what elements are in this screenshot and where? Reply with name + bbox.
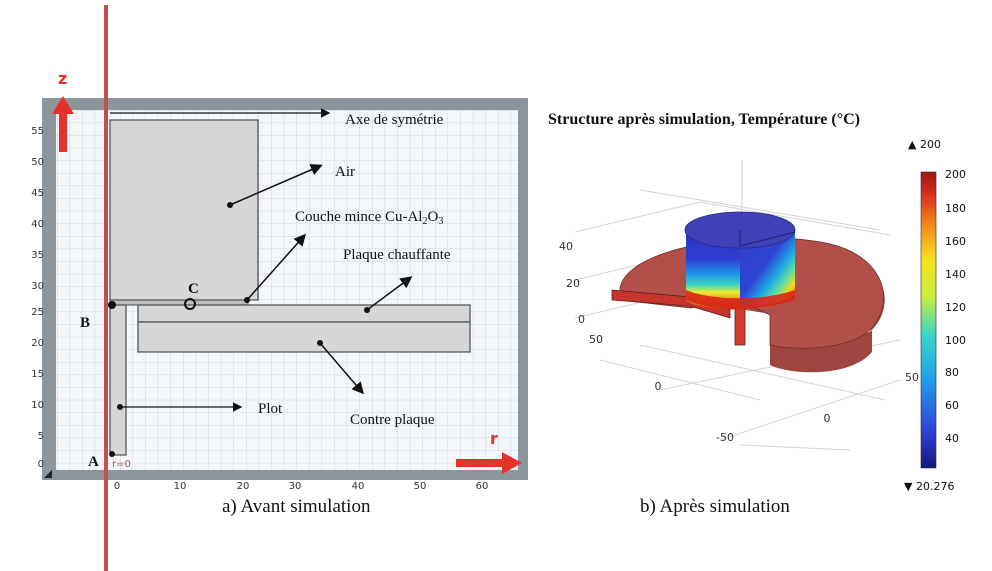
point-b-label: B [80,315,90,331]
origin-corner-icon [44,470,52,478]
colorbar-tick: 60 [945,399,959,412]
z-axis-arrow-shaft [59,112,67,152]
cylinder-hot-base [686,290,795,309]
y-tick-labels: 55 50 45 40 35 30 25 20 15 10 5 0 [31,126,44,470]
z-axis-label: z [58,69,67,88]
point-c-marker [184,298,196,310]
colorbar-tick: 160 [945,235,966,248]
heating-plate-arrow-dot [364,307,370,313]
colorbar-tick: 100 [945,334,966,347]
left-tick-0: 0 [655,380,662,393]
y-tick-label: 5 [38,431,44,442]
y-tick-label: 10 [31,400,44,411]
panel-b-title: Structure après simulation, Température … [548,111,860,128]
stud-cut-face [734,307,746,346]
x-tick-labels: 0 10 20 30 40 50 60 [114,481,489,492]
air-domain [109,119,259,301]
symmetry-axis-label: Axe de symétrie [345,112,444,128]
r-axis-arrow-shaft [456,459,504,467]
y-tick-label: 20 [31,338,44,349]
x-tick-label: 40 [352,481,365,492]
colorbar-tick: 120 [945,301,966,314]
caption-b: b) Après simulation [640,496,790,517]
y-tick-label: 25 [31,307,44,318]
z-tick-20: 20 [566,277,580,290]
colorbar-tick: 200 [945,168,966,181]
thin-film-subscript-3: 3 [438,216,443,227]
counter-plate-arrow [319,342,364,395]
caption-a: a) Avant simulation [222,496,371,517]
left-tick-50: 50 [589,333,603,346]
counter-plate-label: Contre plaque [350,412,435,428]
counter-plate-arrow-dot [317,340,323,346]
y-tick-label: 40 [31,219,44,230]
y-tick-label: 15 [31,369,44,380]
heating-plate-label: Plaque chauffante [343,247,451,263]
cylinder-cut-face [740,232,795,306]
colorbar-tick: 180 [945,202,966,215]
point-c-label: C [188,281,199,297]
x-tick-label: 20 [237,481,250,492]
colorbar-min-label: ▼ 20.276 [904,480,954,493]
z-tick-40: 40 [559,240,573,253]
y-tick-label: 35 [31,250,44,261]
y-tick-label: 50 [31,157,44,168]
symmetry-axis-line [104,5,108,571]
plot-arrow-dot [117,404,123,410]
z-tick-0: 0 [578,313,585,326]
r-axis-label: r [490,429,498,448]
z-axis-arrow-head [52,96,74,114]
colorbar [920,171,937,469]
panel-a: 55 50 45 40 35 30 25 20 15 10 5 0 0 10 2… [31,5,528,571]
x-tick-label: 10 [174,481,187,492]
thin-film-label: Couche mince Cu-Al2O3 [295,209,443,227]
counter-plate [137,321,471,353]
y-tick-label: 55 [31,126,44,137]
y-tick-label: 30 [31,281,44,292]
x-tick-label: 30 [289,481,302,492]
right-tick-50: 50 [905,371,919,384]
point-b-marker [108,301,116,309]
heating-plate-arrow [366,276,413,311]
thin-film-arrow [246,233,306,301]
y-tick-label: 0 [38,459,44,470]
r-axis-arrow-head [502,452,522,474]
colorbar-ticks: 200 180 160 140 120 100 80 60 40 [945,168,966,445]
annotations: Axe de symétrie Air Couche mince Cu-Al2O… [258,112,451,428]
plot-stud [109,304,127,456]
x-tick-label: 50 [414,481,427,492]
point-labels: B C A [80,281,199,470]
right-tick-0: 0 [824,412,831,425]
air-label: Air [335,164,355,180]
axes-box [574,160,901,451]
thin-film-label-main: Couche mince Cu-Al [295,209,422,225]
air-arrow-dot [227,202,233,208]
colorbar-tick: 80 [945,366,959,379]
y-tick-label: 45 [31,188,44,199]
cylinder-cut-edge [739,230,796,247]
panel-b-axis-ticks: 40 20 0 50 0 -50 0 50 [559,240,919,444]
colorbar-tick: 140 [945,268,966,281]
colorbar-tick: 40 [945,432,959,445]
colorbar-max-label: ▲ 200 [908,138,941,151]
air-arrow [229,164,323,206]
left-tick-neg50: -50 [716,431,734,444]
point-a-marker [109,451,115,457]
r0-label: r=0 [112,459,131,470]
x-tick-label: 0 [114,481,120,492]
thin-film-layer [109,299,249,306]
thin-film-subscript-2: 2 [422,216,427,227]
panel-b: Structure après simulation, Température … [548,111,966,517]
thin-film-arrow-dot [244,297,250,303]
x-tick-label: 60 [476,481,489,492]
thin-film-label-o: O [427,209,438,225]
plot-label: Plot [258,401,283,417]
point-a-label: A [88,454,99,470]
